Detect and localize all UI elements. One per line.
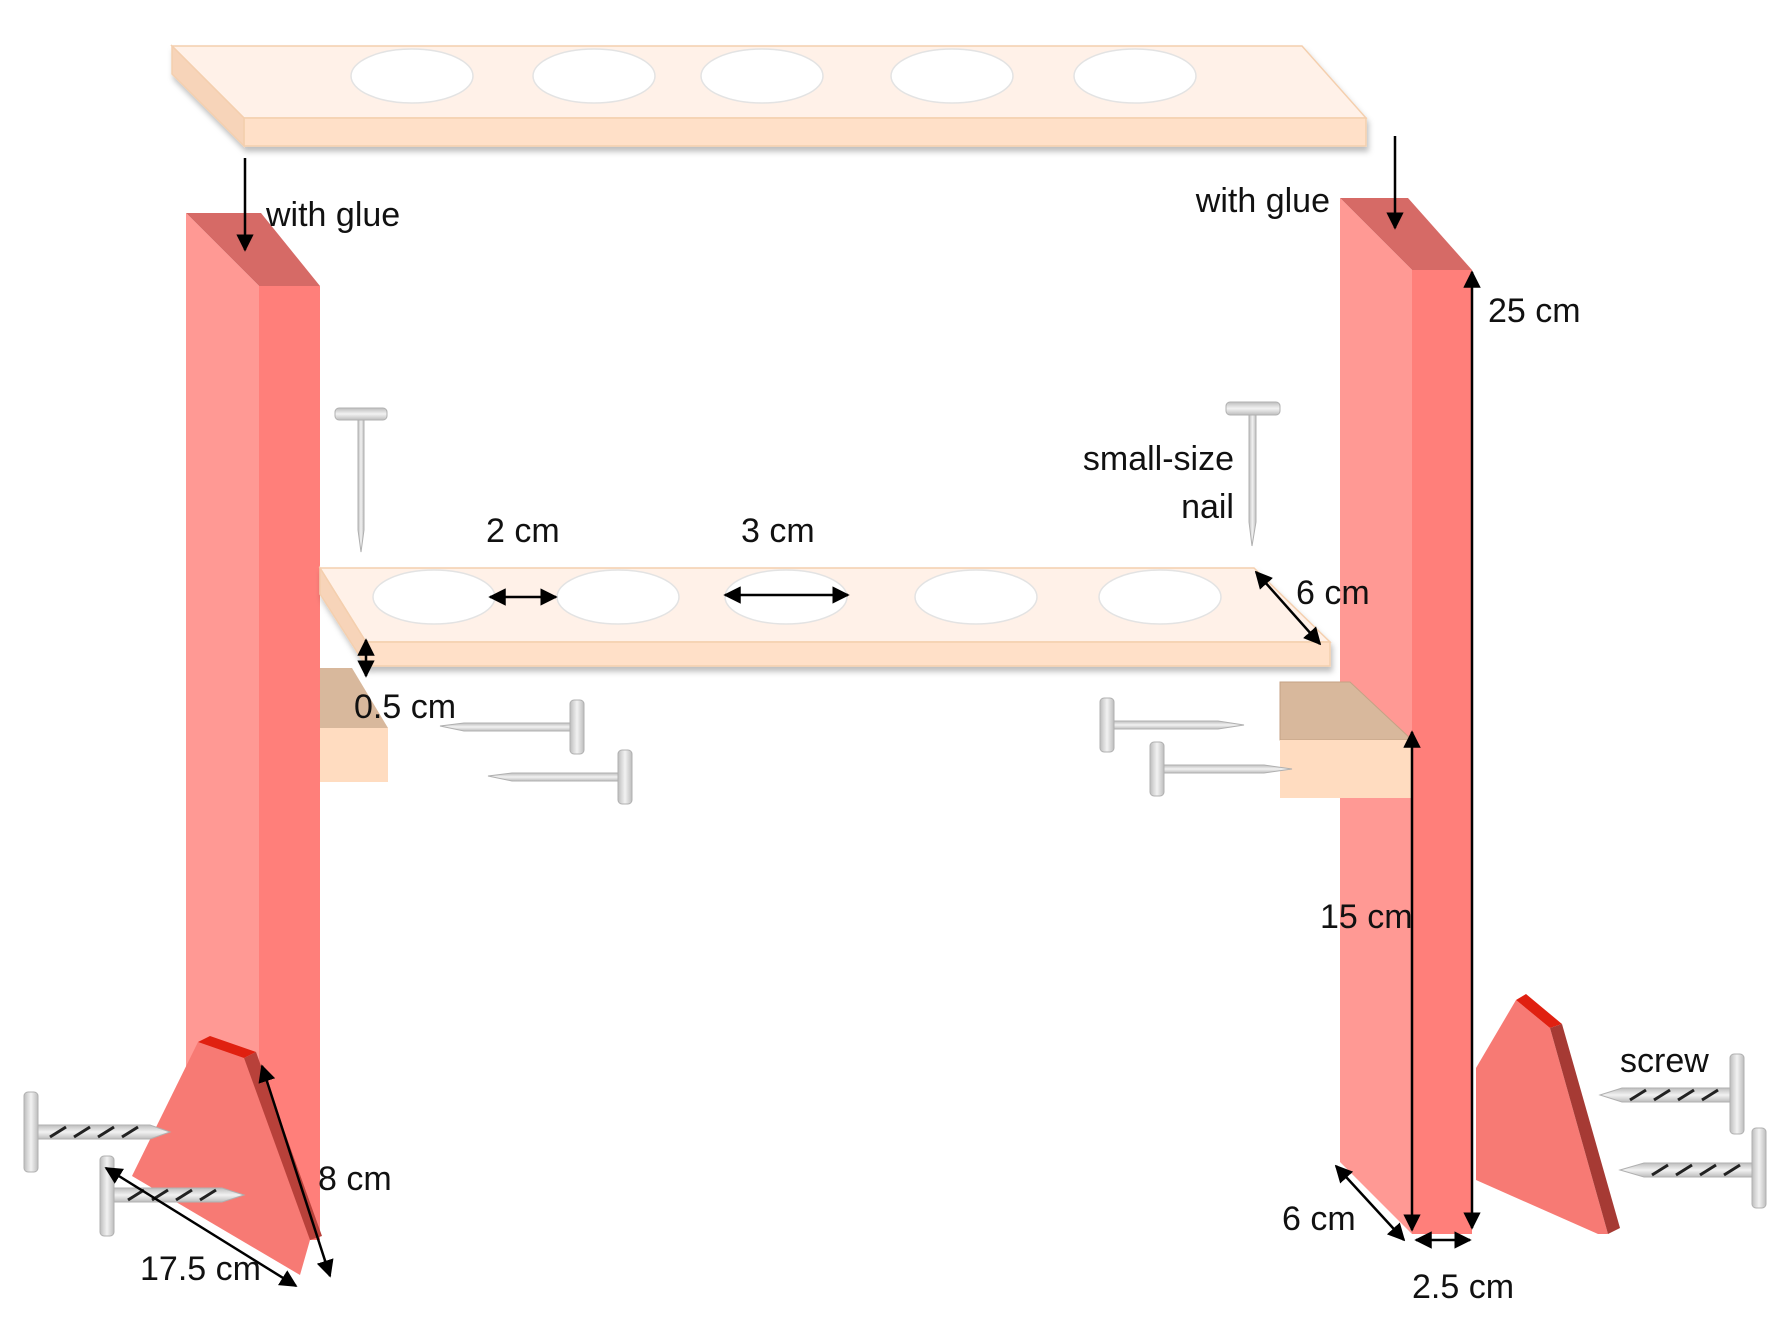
label-height-support: 15 cm [1320,898,1413,936]
label-post-width: 2.5 cm [1412,1268,1514,1306]
label-foot-length: 17.5 cm [140,1250,261,1288]
middle-shelf-front-edge [365,641,1331,667]
left-support-block [320,668,388,782]
arrows [104,136,1481,1288]
dim-arrow-6cm-post [1334,1164,1406,1242]
nail-vertical-left [334,407,388,553]
screw-right-2 [1618,1127,1767,1209]
nail-horizontal-left-2 [487,749,633,805]
nail-vertical-right [1225,401,1281,547]
label-shelf-depth: 6 cm [1296,574,1370,612]
label-glue-left: with glue [265,196,400,234]
left-post-front [186,213,259,1240]
hole [914,569,1038,625]
left-post [186,213,320,1240]
right-post-side [1412,270,1472,1234]
middle-shelf-holes [372,569,1222,625]
right-support-block [1279,681,1414,798]
label-nail-note-line2: nail [1181,488,1234,526]
right-foot-face [1476,1000,1608,1234]
left-foot-edge [198,1036,256,1058]
hole [724,569,848,625]
label-height-total: 25 cm [1488,292,1581,330]
hole [1098,569,1222,625]
right-foot-side [1550,1024,1620,1234]
hole [890,48,1014,104]
label-hole-diameter: 3 cm [741,512,815,550]
nail-horizontal-right-1 [1099,697,1245,753]
right-foot [1476,994,1620,1234]
label-post-depth: 6 cm [1282,1200,1356,1238]
left-post-side [259,286,320,1240]
right-foot-edge [1516,994,1562,1028]
top-shelf-holes [350,48,1197,104]
left-block-top [320,668,388,728]
nail-horizontal-right-2 [1149,741,1293,797]
label-screw: screw [1620,1042,1709,1080]
label-glue-right: with glue [1195,182,1330,220]
left-block-front [320,728,388,782]
dim-arrow-17-5cm [104,1166,298,1288]
label-foot-height: 8 cm [318,1160,392,1198]
right-post-top [1340,198,1472,270]
label-hole-gap: 2 cm [486,512,560,550]
right-block-front [1280,740,1412,798]
right-post [1340,198,1472,1234]
hole [1073,48,1197,104]
hole [700,48,824,104]
screw-right-1 [1598,1053,1745,1135]
top-shelf-front-edge [243,117,1367,147]
top-shelf-side-edge [171,44,245,148]
screw-left-1 [23,1091,172,1173]
dim-arrow-6cm-shelf [1254,570,1322,646]
hole [350,48,474,104]
hole [556,569,680,625]
label-nail-note-line1: small-size [1083,440,1234,478]
hole [372,569,496,625]
hole [532,48,656,104]
label-shelf-thickness: 0.5 cm [354,688,456,726]
nail-horizontal-left-1 [439,699,585,755]
